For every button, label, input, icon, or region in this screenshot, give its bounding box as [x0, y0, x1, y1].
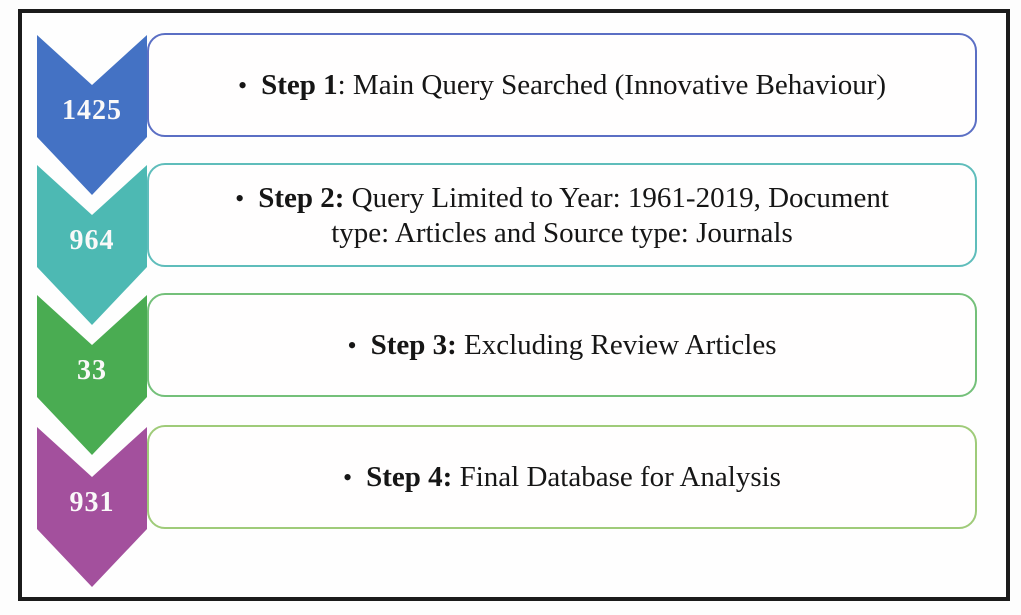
- step-text: • Step 1: Main Query Searched (Innovative…: [238, 68, 886, 103]
- step-count: 964: [69, 225, 115, 256]
- step-label: Step 3:: [370, 328, 457, 361]
- step-description: : Main Query Searched (Innovative Behavi…: [337, 68, 887, 101]
- step-label: Step 2:: [258, 181, 345, 214]
- step-text: • Step 2: Query Limited to Year: 1961-201…: [235, 181, 889, 216]
- step-count: 931: [69, 487, 115, 518]
- step-text-line2: type: Articles and Source type: Journals: [331, 216, 793, 249]
- step-description: Final Database for Analysis: [452, 460, 781, 493]
- bullet-icon: •: [343, 462, 353, 492]
- step-label: Step 1: [261, 68, 338, 101]
- step-description: Query Limited to Year: 1961-2019, Docume…: [344, 181, 889, 214]
- bullet-icon: •: [347, 330, 357, 360]
- step-count: 1425: [62, 95, 122, 126]
- step-text: • Step 3: Excluding Review Articles: [347, 328, 776, 363]
- step-box: • Step 2: Query Limited to Year: 1961-201…: [147, 163, 977, 267]
- step-description: Excluding Review Articles: [456, 328, 777, 361]
- bullet-icon: •: [235, 183, 245, 213]
- bullet-icon: •: [237, 70, 248, 100]
- step-box: • Step 4: Final Database for Analysis: [147, 425, 977, 529]
- step-count: 33: [77, 355, 107, 386]
- step-label: Step 4:: [366, 460, 453, 493]
- step-box: • Step 1: Main Query Searched (Innovative…: [147, 33, 977, 137]
- step-box: • Step 3: Excluding Review Articles: [147, 293, 977, 397]
- step-text: • Step 4: Final Database for Analysis: [343, 460, 781, 495]
